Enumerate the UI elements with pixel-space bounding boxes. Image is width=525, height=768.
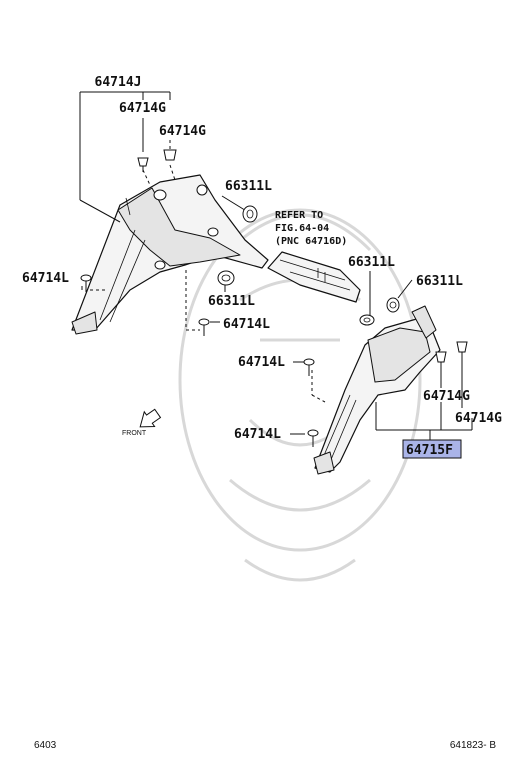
clip-64714g-right-a: [435, 351, 447, 363]
label-66311l-right-a: 66311L: [348, 255, 395, 270]
pin-64714l-left-bottom: [198, 318, 210, 336]
left-quarter-trim-panel: [71, 174, 269, 335]
reference-line-3: (PNC 64716D): [275, 236, 347, 247]
pin-64714l-right-upper: [303, 358, 315, 376]
clip-66311l-right-b: [389, 301, 397, 309]
clip-64714g-upper-left: [137, 157, 149, 172]
highlight-box-64715f: [402, 439, 462, 459]
footer-illustration-code: 641823- B: [450, 740, 496, 751]
label-64714l-left-bottom: 64714L: [223, 317, 270, 332]
label-64714g-right-a: 64714G: [423, 389, 470, 404]
label-64714g-left-upper: 64714G: [119, 101, 166, 116]
left-clips: [80, 149, 258, 336]
clip-64714g-right-b: [456, 341, 468, 353]
reference-line-1: REFER TO: [275, 210, 323, 221]
label-64714g-right-b: 64714G: [455, 411, 502, 426]
right-clips: [303, 301, 468, 447]
label-64714l-right-lower: 64714L: [234, 427, 281, 442]
rear-deck-trim-reference: [267, 251, 361, 303]
label-64714j: 64714J: [95, 75, 142, 90]
clip-66311l-left-bottom: [217, 270, 235, 286]
front-arrow-icon: [139, 408, 162, 428]
clip-64714g-upper-right: [163, 149, 177, 161]
pin-64714l-left: [80, 274, 92, 292]
reference-line-2: FIG.64-04: [275, 223, 329, 234]
right-quarter-trim-panel: [313, 297, 441, 475]
label-64714g-left: 64714G: [159, 124, 206, 139]
label-64715f: 64715F: [406, 443, 453, 458]
label-66311l-left-bottom: 66311L: [208, 294, 255, 309]
clip-66311l-left-top: [242, 205, 258, 223]
label-64714l-left: 64714L: [22, 271, 69, 286]
clip-66311l-right-a: [363, 317, 371, 323]
label-64714l-right-upper: 64714L: [238, 355, 285, 370]
label-66311l-left-top: 66311L: [225, 179, 272, 194]
label-66311l-right-b: 66311L: [416, 274, 463, 289]
pin-64714l-right-lower: [307, 429, 319, 447]
right-leader-lines: [290, 271, 473, 440]
left-leader-lines: [79, 91, 249, 331]
front-label: FRONT: [122, 430, 147, 437]
footer-figure-number: 6403: [34, 740, 57, 751]
